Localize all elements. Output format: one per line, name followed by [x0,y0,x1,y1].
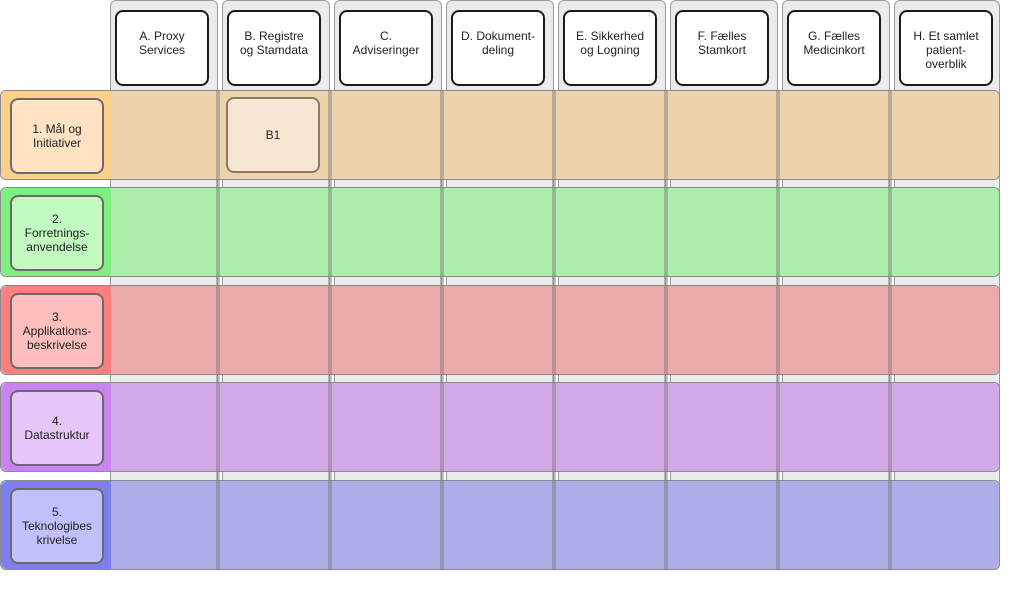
row-band-4[interactable] [111,383,999,471]
column-header-e[interactable]: E. Sikkerhed og Logning [563,10,657,86]
row-band-2[interactable] [111,188,999,276]
column-header-g[interactable]: G. Fælles Medicinkort [787,10,881,86]
row-label-1[interactable]: 1. Mål og Initiativer [10,98,104,174]
row-3: 3. Applikations- beskrivelse [0,285,1000,375]
row-1: 1. Mål og Initiativer [0,90,1000,180]
row-label-5[interactable]: 5. Teknologibes krivelse [10,488,104,564]
row-label-2[interactable]: 2. Forretnings- anvendelse [10,195,104,271]
column-header-f[interactable]: F. Fælles Stamkort [675,10,769,86]
cell-b1[interactable]: B1 [226,97,320,173]
row-band-5[interactable] [111,481,999,569]
column-header-c[interactable]: C. Adviseringer [339,10,433,86]
row-5: 5. Teknologibes krivelse [0,480,1000,570]
row-band-3[interactable] [111,286,999,374]
row-4: 4. Datastruktur [0,382,1000,472]
row-label-4[interactable]: 4. Datastruktur [10,390,104,466]
column-header-d[interactable]: D. Dokument- deling [451,10,545,86]
column-header-h[interactable]: H. Et samlet patient- overblik [899,10,993,86]
column-header-b[interactable]: B. Registre og Stamdata [227,10,321,86]
row-label-3[interactable]: 3. Applikations- beskrivelse [10,293,104,369]
row-2: 2. Forretnings- anvendelse [0,187,1000,277]
column-header-a[interactable]: A. Proxy Services [115,10,209,86]
